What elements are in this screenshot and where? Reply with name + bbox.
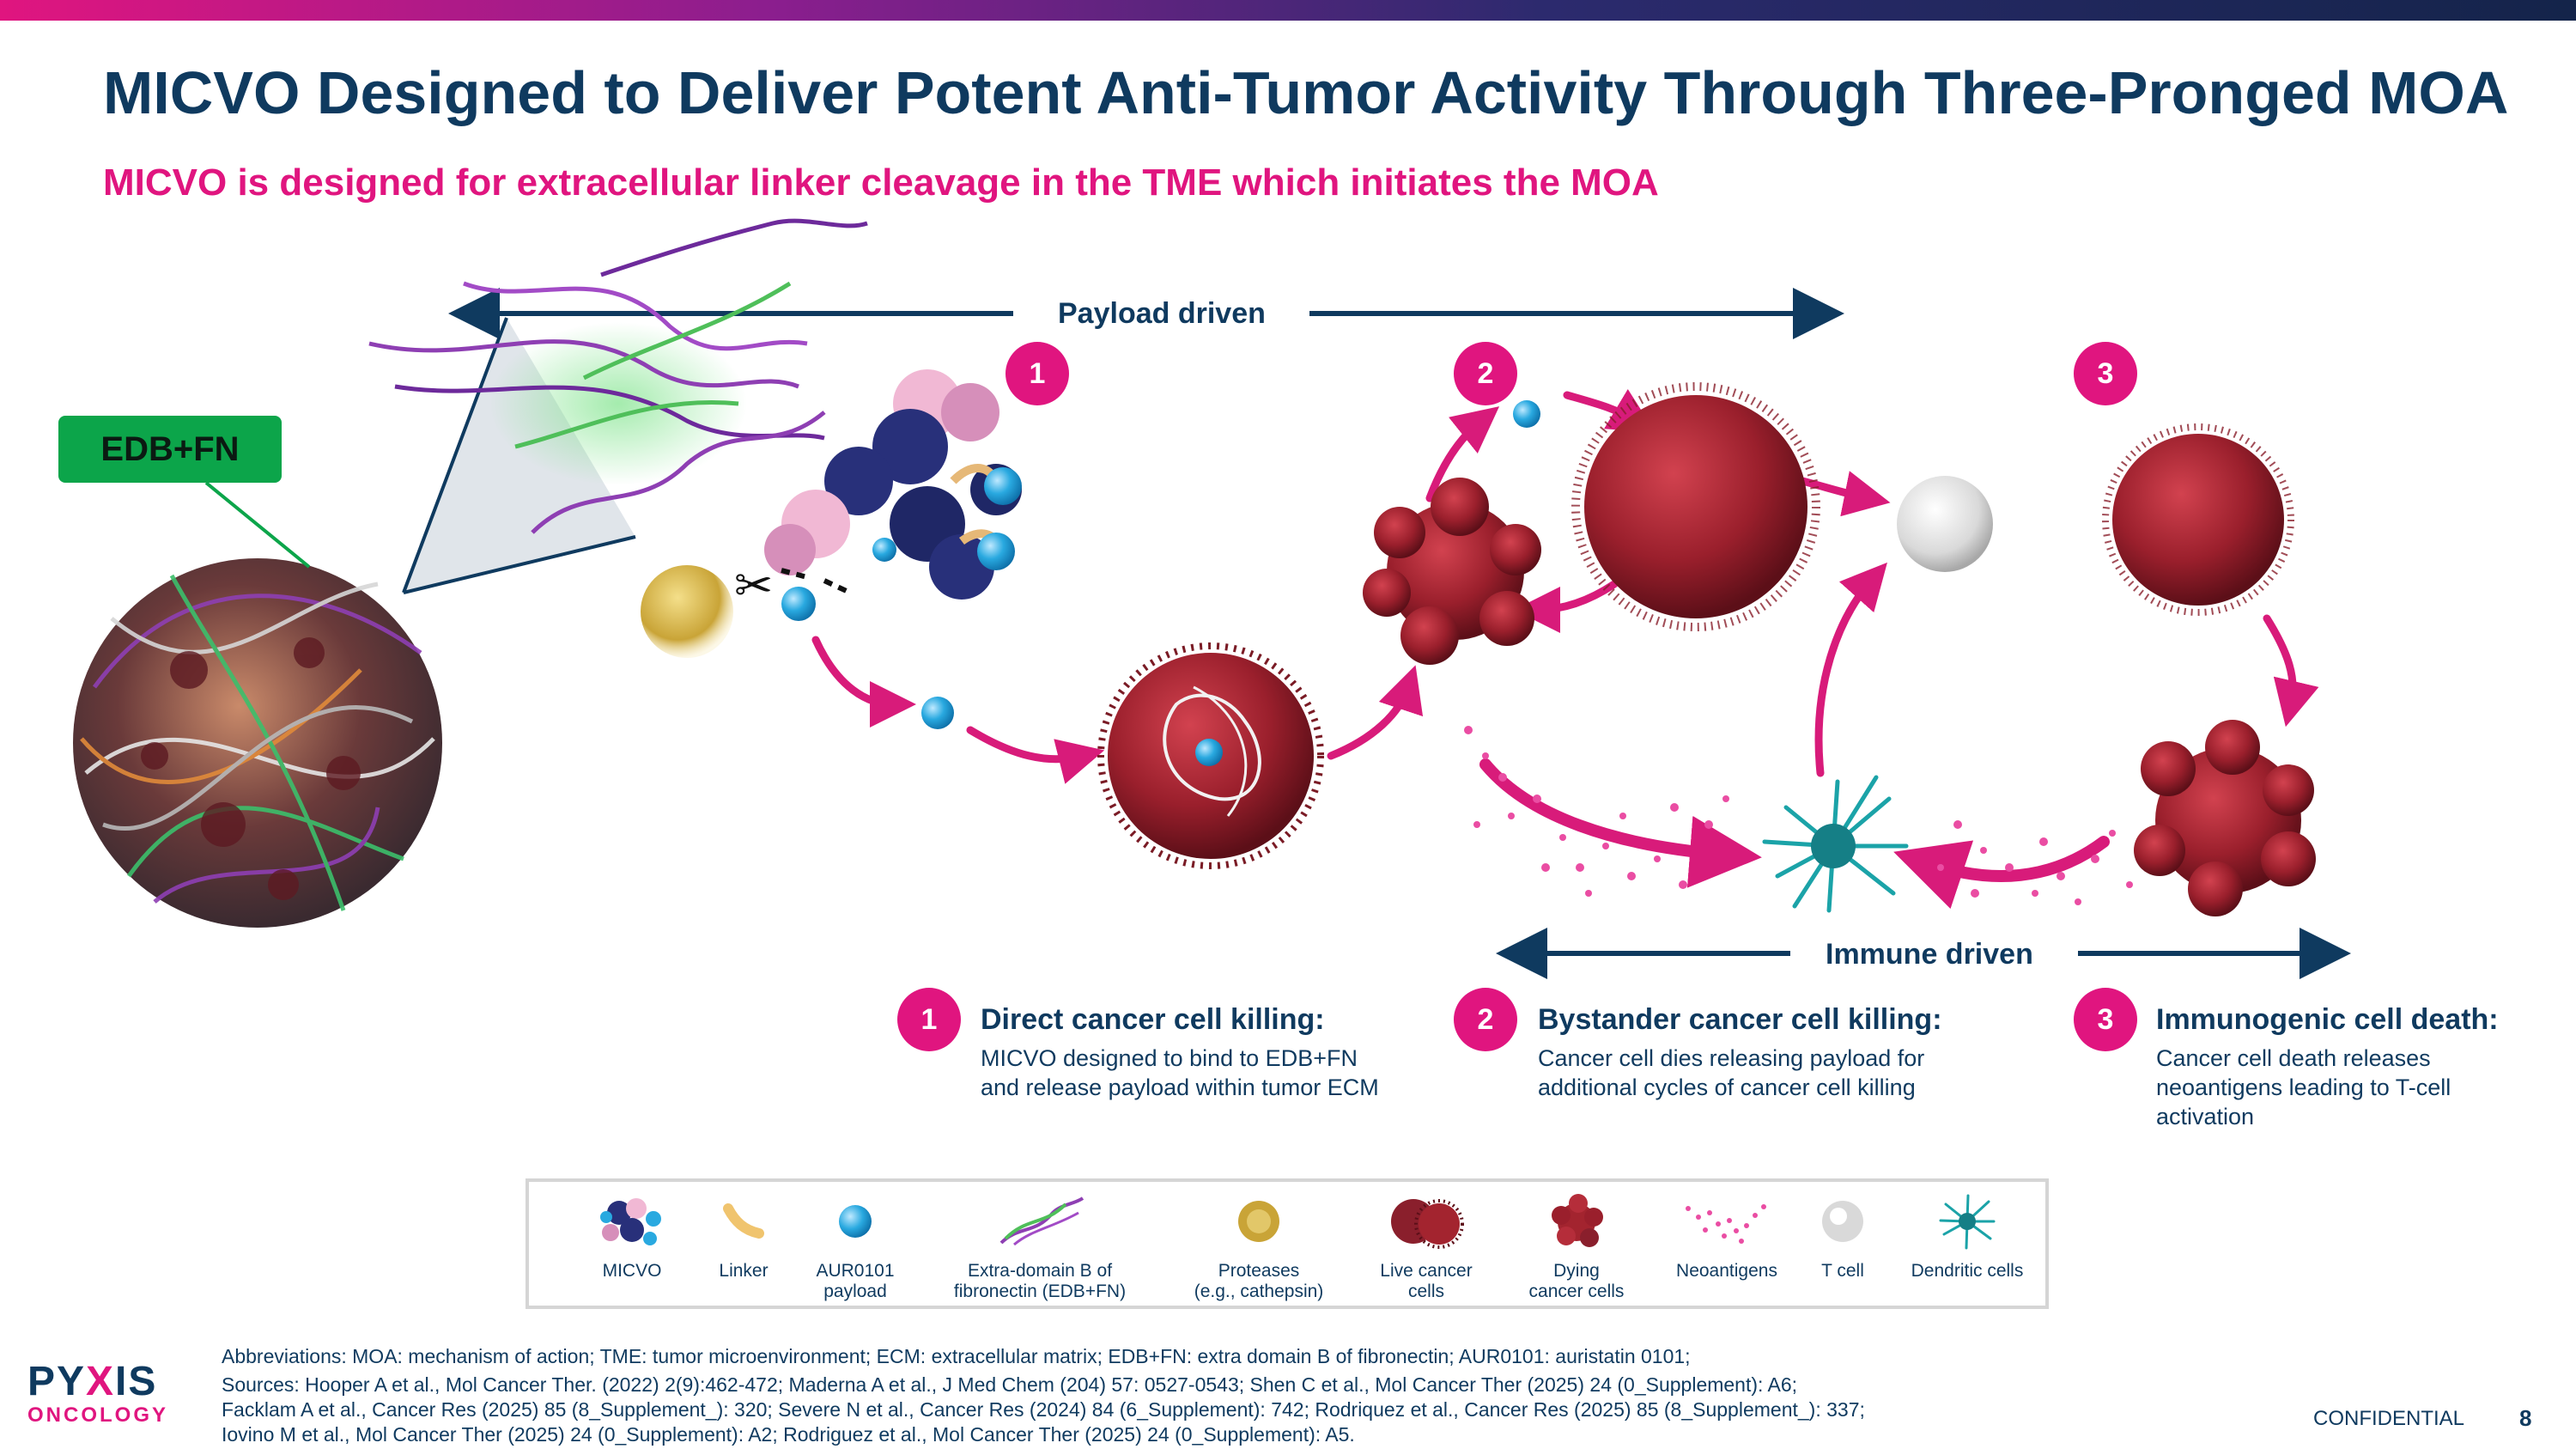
hairy-cancer-cell [1571, 382, 1820, 631]
dendritic-cell-icon [1937, 1182, 1997, 1261]
page-number: 8 [2519, 1405, 2532, 1431]
white-cell [1897, 476, 1993, 572]
live-cell-icon [1383, 1182, 1469, 1261]
diagram-badge-1: 1 [1005, 342, 1069, 405]
page-title: MICVO Designed to Deliver Potent Anti-Tu… [103, 59, 2509, 126]
payload-particle [921, 697, 954, 729]
source-line: Sources: Hooper A et al., Mol Cancer The… [222, 1373, 1798, 1396]
step-3-title: Immunogenic cell death: [2156, 1003, 2499, 1036]
step-badge-1: 1 [897, 988, 961, 1051]
legend-item-fibronectin: Extra-domain B of fibronectin (EDB+FN) [915, 1182, 1164, 1306]
diagram-badge-3: 3 [2074, 342, 2137, 405]
protease-particle [641, 565, 733, 658]
dendritic-cell [1762, 775, 1909, 913]
legend-item-dendritic-cell: Dendritic cells [1886, 1182, 2049, 1306]
logo-subtitle: ONCOLOGY [27, 1403, 169, 1427]
source-line: Facklam A et al., Cancer Res (2025) 85 (… [222, 1398, 1865, 1421]
step-3-desc: Cancer cell death releases neoantigens l… [2156, 1045, 2451, 1129]
edb-fn-callout: EDB+FN [58, 416, 282, 483]
fibronectin-fibers [368, 218, 868, 534]
neoantigen-icon [1680, 1182, 1774, 1261]
dying-cell-icon [1542, 1182, 1611, 1261]
legend-item-live-cell: Live cancer cells [1353, 1182, 1499, 1306]
hairy-cancer-cell-right [2102, 423, 2294, 616]
dying-cancer-cell [1363, 478, 1541, 665]
immune-driven-label: Immune driven [1826, 938, 2033, 971]
payload-driven-label: Payload driven [1058, 297, 1266, 330]
legend-item-t-cell: T cell [1800, 1182, 1886, 1306]
step-3: Immunogenic cell death: Cancer cell deat… [2156, 1003, 2534, 1131]
step-2: Bystander cancer cell killing: Cancer ce… [1538, 1003, 1950, 1102]
legend-item-protease: Proteases (e.g., cathepsin) [1164, 1182, 1353, 1306]
edb-pointer-line [204, 481, 311, 569]
legend-item-micvo: MICVO [572, 1182, 692, 1306]
sources: Sources: Hooper A et al., Mol Cancer The… [222, 1373, 1865, 1447]
step-2-desc: Cancer cell dies releasing payload for a… [1538, 1045, 1925, 1100]
protease-icon [1233, 1182, 1285, 1261]
top-gradient-band [0, 0, 2576, 21]
logo-wordmark: PYXIS [27, 1359, 158, 1404]
micvo-icon [593, 1182, 671, 1261]
diagram-badge-2: 2 [1454, 342, 1517, 405]
legend-item-linker: Linker [692, 1182, 795, 1306]
source-line: Iovino M et al., Mol Cancer Ther (2025) … [222, 1423, 1355, 1446]
tumor-ecm-sphere [73, 558, 442, 928]
micvo-antibody [764, 369, 1022, 600]
live-cancer-cell [1097, 642, 1324, 869]
step-1-title: Direct cancer cell killing: [981, 1003, 1325, 1036]
step-badge-3: 3 [2074, 988, 2137, 1051]
step-2-title: Bystander cancer cell killing: [1538, 1003, 1942, 1036]
payload-particle-2 [1513, 400, 1540, 428]
released-payload [781, 587, 816, 621]
step-1: Direct cancer cell killing: MICVO design… [981, 1003, 1393, 1102]
legend-item-dying-cell: Dying cancer cells [1499, 1182, 1654, 1306]
pyxis-logo: PYXIS ONCOLOGY [27, 1361, 168, 1428]
abbreviations: Abbreviations: MOA: mechanism of action;… [222, 1345, 1691, 1367]
legend-item-payload: AUR0101 payload [795, 1182, 915, 1306]
legend: MICVO Linker AUR0101 payload Extra-domai… [526, 1178, 2049, 1309]
neoantigen-dots [1464, 726, 2133, 905]
legend-item-neoantigens: Neoantigens [1654, 1182, 1800, 1306]
page-subtitle: MICVO is designed for extracellular link… [103, 161, 1659, 204]
confidential-label: CONFIDENTIAL [2313, 1407, 2465, 1430]
scissors-icon: ✂ [734, 560, 773, 612]
t-cell-icon [1817, 1182, 1868, 1261]
dying-cancer-cell-right [2134, 720, 2316, 916]
payload-icon [834, 1182, 877, 1261]
step-1-desc: MICVO designed to bind to EDB+FN and rel… [981, 1045, 1379, 1100]
linker-icon [718, 1182, 769, 1261]
fibronectin-icon [993, 1182, 1087, 1261]
step-badge-2: 2 [1454, 988, 1517, 1051]
